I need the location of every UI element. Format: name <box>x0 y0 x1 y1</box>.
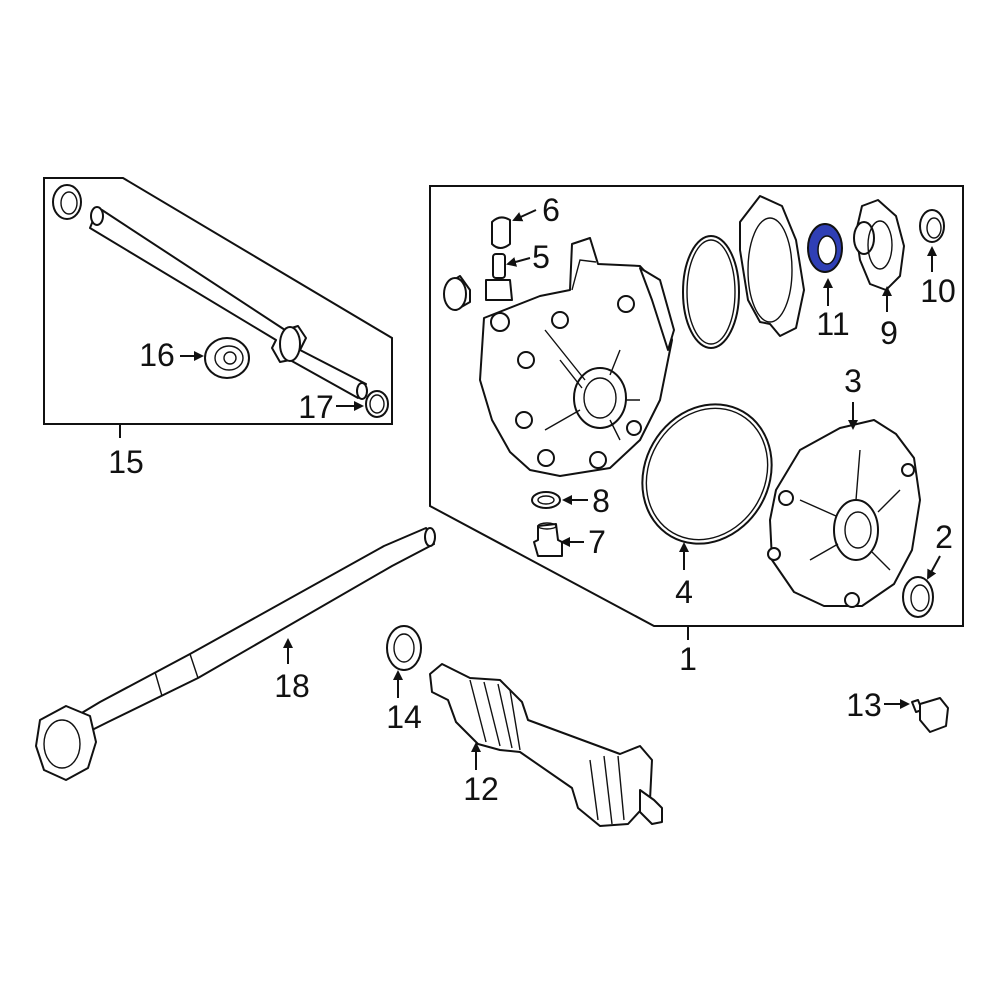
callout-13: 13 <box>846 687 882 723</box>
cover-part-3[interactable] <box>767 419 921 608</box>
callout-14: 14 <box>386 699 422 735</box>
bushing-part[interactable] <box>443 275 471 311</box>
vent-part-5[interactable] <box>485 253 513 301</box>
ring-part-8[interactable] <box>531 491 561 509</box>
axle-shaft-part-12[interactable] <box>429 663 663 827</box>
bolt-part-13[interactable] <box>911 697 949 733</box>
callout-10: 10 <box>920 273 956 309</box>
callout-5: 5 <box>532 239 550 275</box>
o-ring-part[interactable] <box>682 235 740 349</box>
differential-housing-part[interactable] <box>479 237 675 477</box>
washer-part-14[interactable] <box>386 625 422 671</box>
stub-shaft-part[interactable] <box>89 206 368 400</box>
propeller-shaft-part-18[interactable] <box>35 527 436 781</box>
callout-15: 15 <box>108 444 144 480</box>
seal-part-10[interactable] <box>919 209 945 243</box>
callout-3: 3 <box>844 363 862 399</box>
gasket-part[interactable] <box>739 195 805 337</box>
frame-15 <box>43 177 393 438</box>
callout-9: 9 <box>880 315 898 351</box>
callout-8: 8 <box>592 483 610 519</box>
snap-ring-part-17[interactable] <box>365 390 389 418</box>
callout-1: 1 <box>679 641 697 677</box>
cap-part-6[interactable] <box>491 216 511 249</box>
callout-11: 11 <box>816 306 849 342</box>
leader-lines <box>180 209 941 770</box>
callout-7: 7 <box>588 524 606 560</box>
callout-17: 17 <box>298 389 334 425</box>
frame-1 <box>429 185 964 640</box>
callout-16: 16 <box>139 337 175 373</box>
callout-6: 6 <box>542 192 560 228</box>
callout-labels: 1 2 3 4 5 6 7 8 9 10 11 12 13 14 15 16 1… <box>108 192 956 807</box>
seal-part-11-highlighted[interactable] <box>807 223 843 273</box>
callout-12: 12 <box>463 771 499 807</box>
seal-part-2[interactable] <box>902 576 934 618</box>
flange-part-9[interactable] <box>853 199 905 291</box>
o-ring-part-4[interactable] <box>617 381 796 568</box>
axle-seal-part[interactable] <box>52 184 82 220</box>
bearing-part-16[interactable] <box>204 337 250 379</box>
callout-4: 4 <box>675 574 693 610</box>
callout-2: 2 <box>935 519 953 555</box>
plug-part-7[interactable] <box>533 522 563 557</box>
callout-18: 18 <box>274 668 310 704</box>
